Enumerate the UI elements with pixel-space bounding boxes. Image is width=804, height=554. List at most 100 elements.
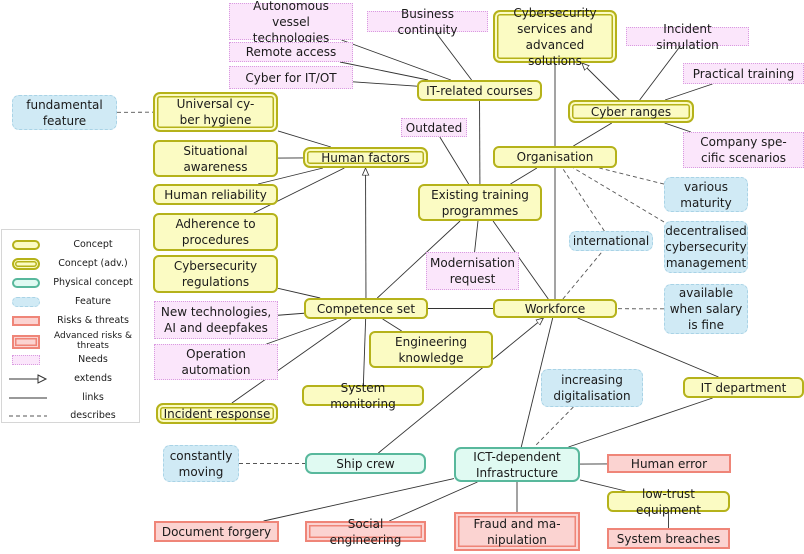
legend-label: extends <box>74 373 112 384</box>
legend-item-needs: Needs <box>2 352 141 368</box>
node-document-forgery: Document forgery <box>154 521 279 542</box>
legend: Concept Concept (adv.) Physical concept … <box>1 229 140 423</box>
node-cybersecurity-services: Cybersecurity services and advanced solu… <box>493 6 617 68</box>
node-ict-dependent-infrastructure: ICT-dependent Infrastructure <box>454 447 580 482</box>
edge-links-company_spec-cyber_ranges <box>664 122 692 133</box>
node-existing-training-programmes: Existing training programmes <box>418 184 542 221</box>
advanced-risk-swatch-icon <box>12 335 40 349</box>
edge-links-outdated-existing <box>439 136 470 185</box>
node-practical-training: Practical training <box>683 63 804 84</box>
node-incident-response: Incident response <box>156 403 278 424</box>
node-workforce: Workforce <box>493 299 617 318</box>
node-competence-set: Competence set <box>304 298 428 319</box>
node-international: international <box>569 231 653 251</box>
node-cyber-for-it-ot: Cyber for IT/OT <box>229 66 353 89</box>
edge-describes-workforce-international <box>562 250 604 300</box>
node-human-error: Human error <box>607 454 731 473</box>
node-fraud-and-manipulation: Fraud and ma- nipulation <box>454 512 580 551</box>
node-autonomous-vessel-technologies: Autonomous vessel technologies <box>229 0 353 45</box>
node-various-maturity: various maturity <box>664 177 748 212</box>
node-system-monitoring: System monitoring <box>302 381 424 411</box>
edge-links-incident_resp-competence <box>231 318 352 404</box>
edge-links-regulations-competence <box>277 287 321 299</box>
node-engineering-knowledge: Engineering knowledge <box>369 331 493 368</box>
edge-links-hygiene-human_factors <box>277 130 332 148</box>
edge-describes-decentral-organisation <box>573 167 665 223</box>
node-social-engineering: Social engineering <box>305 517 426 547</box>
concept-swatch-icon <box>12 240 40 250</box>
edge-links-cyber_itot-it_courses <box>352 81 418 87</box>
node-it-department: IT department <box>683 377 804 398</box>
node-constantly-moving: constantly moving <box>163 445 239 482</box>
edge-links-ict-low_trust <box>579 479 626 492</box>
edge-links-new_tech-competence <box>277 312 305 316</box>
node-ship-crew: Ship crew <box>305 453 426 474</box>
legend-item-links: links <box>2 390 141 406</box>
legend-item-concept: Concept <box>2 237 141 253</box>
edge-links-cyber_ranges-organisation <box>573 122 613 147</box>
node-adherence-to-procedures: Adherence to procedures <box>153 213 278 251</box>
node-modernisation-request: Modernisation request <box>426 252 519 290</box>
needs-swatch-icon <box>12 355 40 365</box>
edge-describes-increasing-ict <box>533 406 574 448</box>
legend-label: Concept <box>73 239 113 250</box>
node-operation-automation: Operation automation <box>154 344 278 380</box>
edge-links-practical-cyber_ranges <box>664 83 713 101</box>
node-universal-cyber-hygiene: Universal cy- ber hygiene <box>153 92 278 132</box>
legend-item-risk-adv: Advanced risks & threats <box>2 331 141 353</box>
node-remote-access: Remote access <box>229 42 353 62</box>
edge-describes-various-organisation <box>599 167 665 185</box>
node-situational-awareness: Situational awareness <box>153 140 278 177</box>
edge-describes-international-organisation <box>561 167 605 232</box>
edge-links-sys_monitor-competence <box>362 318 367 386</box>
legend-item-describes: describes <box>2 408 141 424</box>
edge-links-existing-workforce <box>492 220 549 300</box>
extends-arrow-icon <box>9 374 48 384</box>
edge-links-it_dept-ict <box>568 397 713 448</box>
node-decentralised-cybersecurity-management: decentralised cybersecurity management <box>664 221 748 273</box>
legend-label: links <box>82 392 104 403</box>
edge-links-human_rel-human_factors <box>257 167 324 185</box>
node-cyber-ranges: Cyber ranges <box>568 100 694 123</box>
node-outdated: Outdated <box>401 118 467 137</box>
legend-label: Advanced risks & threats <box>54 331 132 351</box>
node-system-breaches: System breaches <box>607 528 730 549</box>
edge-links-autonomous-it_courses <box>341 39 451 81</box>
edge-links-engineering-competence <box>382 318 402 332</box>
node-human-reliability: Human reliability <box>153 184 278 205</box>
node-fundamental-feature: fundamental feature <box>12 95 117 130</box>
legend-item-risk: Risks & threats <box>2 313 141 329</box>
node-low-trust-equipment: low-trust equipment <box>607 487 730 517</box>
edge-links-business-it_courses <box>435 31 472 81</box>
edge-extends-cyber_ranges-cybersec_services <box>582 63 620 101</box>
edge-links-existing-competence <box>376 220 461 299</box>
node-human-factors: Human factors <box>303 147 428 168</box>
node-incident-simulation: Incident simulation <box>626 22 749 52</box>
node-business-continuity: Business continuity <box>367 7 488 37</box>
legend-item-extends: extends <box>2 371 141 387</box>
risk-swatch-icon <box>12 316 40 326</box>
legend-label: Concept (adv.) <box>58 258 128 269</box>
edge-links-existing-modernisation <box>474 220 479 253</box>
legend-label: Risks & threats <box>57 315 129 326</box>
node-company-specific-scenarios: Company spe- cific scenarios <box>683 132 804 168</box>
edge-links-ict-social_eng <box>389 481 478 522</box>
legend-label: Feature <box>75 296 111 307</box>
legend-item-physical: Physical concept <box>2 275 141 291</box>
links-line-icon <box>9 397 47 399</box>
edge-links-remote-it_courses <box>339 61 429 81</box>
edge-links-workforce-it_dept <box>577 317 719 378</box>
node-available-when-salary-is-fine: available when salary is fine <box>664 284 748 334</box>
legend-label: Physical concept <box>53 277 133 288</box>
edge-links-organisation-existing <box>510 167 538 185</box>
node-new-technologies-ai-deepfakes: New technologies, AI and deepfakes <box>154 301 278 339</box>
node-organisation: Organisation <box>493 146 617 168</box>
edge-links-incident_sim-cyber_ranges <box>639 45 681 101</box>
node-it-related-courses: IT-related courses <box>417 80 542 101</box>
legend-item-concept-adv: Concept (adv.) <box>2 256 141 272</box>
node-increasing-digitalisation: increasing digitalisation <box>541 369 643 407</box>
edge-links-ict-doc_forgery <box>263 478 455 522</box>
edge-links-operation-competence <box>266 318 337 345</box>
